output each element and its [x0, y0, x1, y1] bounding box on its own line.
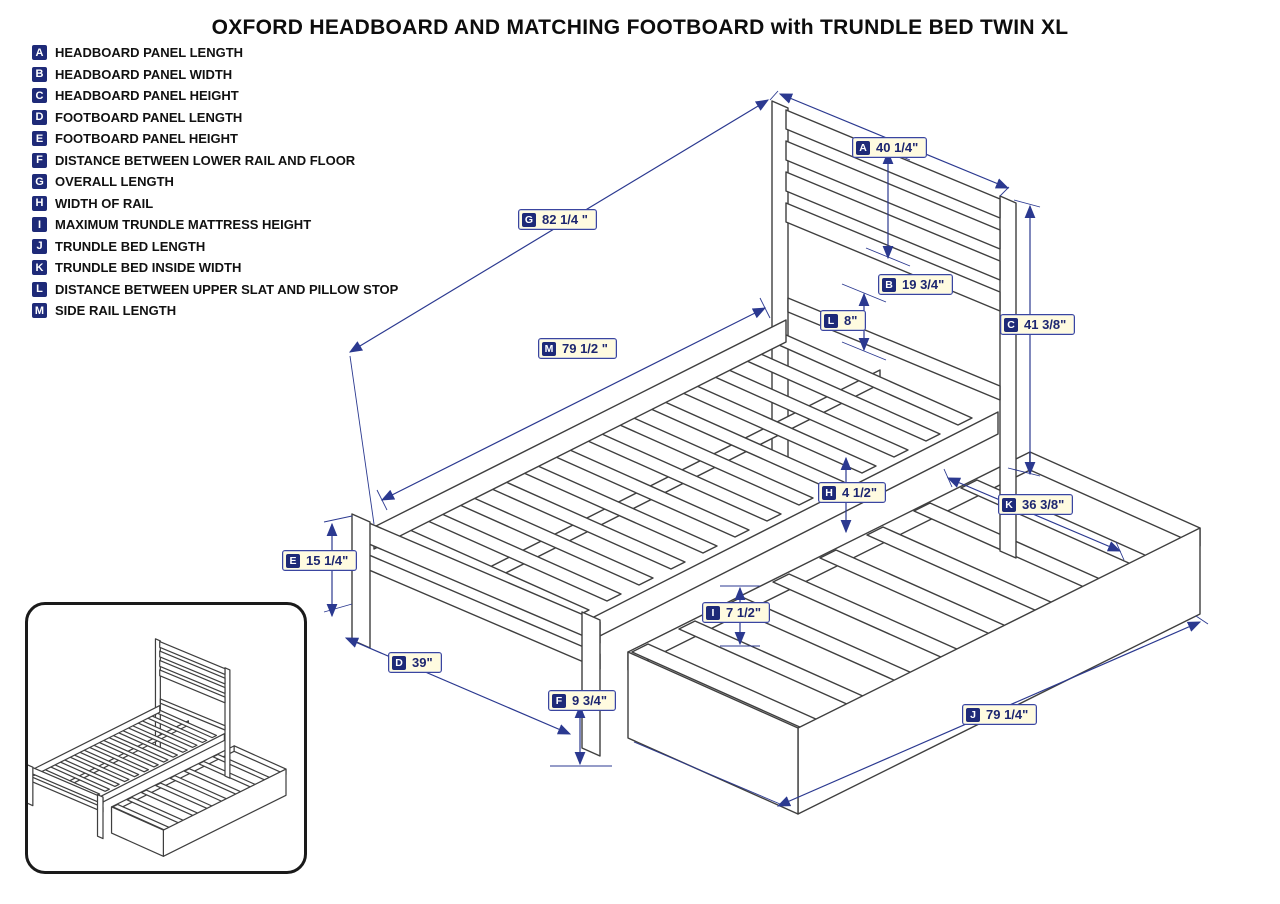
legend-item-label: FOOTBOARD PANEL LENGTH: [55, 109, 243, 125]
legend-item-label: SIDE RAIL LENGTH: [55, 303, 177, 319]
dim-key-badge: J: [966, 707, 980, 722]
dim-callout-c: C 41 3/8": [1000, 314, 1076, 335]
legend-key-badge: G: [32, 174, 47, 190]
page-title: OXFORD HEADBOARD AND MATCHING FOOTBOARD …: [211, 16, 1069, 39]
legend-item-label: DISTANCE BETWEEN UPPER SLAT AND PILLOW S…: [55, 281, 399, 297]
dim-key-badge: H: [822, 485, 836, 500]
legend-item: K TRUNDLE BED INSIDE WIDTH: [32, 257, 398, 279]
dim-key-badge: F: [552, 693, 566, 708]
dim-key-badge: B: [882, 277, 896, 292]
legend-key-badge: F: [32, 152, 47, 168]
dim-callout-l: L 8": [820, 310, 867, 331]
dim-callout-j: J 79 1/4": [962, 704, 1038, 725]
legend-key-badge: C: [32, 88, 47, 104]
dim-value: 19 3/4": [902, 277, 945, 292]
dim-value: 8": [844, 313, 858, 328]
dim-callout-k: K 36 3/8": [998, 494, 1074, 515]
legend-item: D FOOTBOARD PANEL LENGTH: [32, 107, 398, 129]
legend-item: I MAXIMUM TRUNDLE MATTRESS HEIGHT: [32, 214, 398, 236]
dim-key-badge: E: [286, 553, 300, 568]
legend-item-label: TRUNDLE BED INSIDE WIDTH: [55, 260, 242, 276]
dim-callout-a: A 40 1/4": [852, 137, 928, 158]
legend-item: J TRUNDLE BED LENGTH: [32, 236, 398, 258]
inset-thumbnail-frame: [25, 602, 307, 874]
legend-item: G OVERALL LENGTH: [32, 171, 398, 193]
dim-key-badge: I: [706, 605, 720, 620]
legend-item-label: DISTANCE BETWEEN LOWER RAIL AND FLOOR: [55, 152, 356, 168]
dim-key-badge: K: [1002, 497, 1016, 512]
dim-callout-i: I 7 1/2": [702, 602, 771, 623]
dim-value: 82 1/4 ": [542, 212, 588, 227]
dim-value: 7 1/2": [726, 605, 762, 620]
dim-key-badge: G: [522, 212, 536, 227]
legend-item-label: FOOTBOARD PANEL HEIGHT: [55, 131, 238, 147]
legend: A HEADBOARD PANEL LENGTH B HEADBOARD PANEL…: [32, 42, 398, 322]
legend-key-badge: D: [32, 109, 47, 125]
dim-callout-g: G 82 1/4 ": [518, 209, 597, 230]
legend-key-badge: E: [32, 131, 47, 147]
legend-item: M SIDE RAIL LENGTH: [32, 300, 398, 322]
legend-item: H WIDTH OF RAIL: [32, 193, 398, 215]
legend-item: E FOOTBOARD PANEL HEIGHT: [32, 128, 398, 150]
legend-key-badge: B: [32, 66, 47, 82]
dim-key-badge: A: [856, 140, 870, 155]
dim-value: 15 1/4": [306, 553, 349, 568]
legend-item: F DISTANCE BETWEEN LOWER RAIL AND FLOOR: [32, 150, 398, 172]
legend-key-badge: H: [32, 195, 47, 211]
legend-item: L DISTANCE BETWEEN UPPER SLAT AND PILLOW …: [32, 279, 398, 301]
dim-callout-d: D 39": [388, 652, 442, 673]
dim-callout-f: F 9 3/4": [548, 690, 617, 711]
legend-item-label: TRUNDLE BED LENGTH: [55, 238, 206, 254]
legend-item-label: OVERALL LENGTH: [55, 174, 174, 190]
dim-key-badge: L: [824, 313, 838, 328]
legend-key-badge: L: [32, 281, 47, 297]
dim-callout-m: M 79 1/2 ": [538, 338, 617, 359]
dim-value: 36 3/8": [1022, 497, 1065, 512]
legend-key-badge: I: [32, 217, 47, 233]
legend-item: B HEADBOARD PANEL WIDTH: [32, 64, 398, 86]
dim-callout-e: E 15 1/4": [282, 550, 358, 571]
legend-item-label: HEADBOARD PANEL HEIGHT: [55, 88, 239, 104]
dim-value: 4 1/2": [842, 485, 878, 500]
dim-value: 79 1/4": [986, 707, 1029, 722]
legend-key-badge: K: [32, 260, 47, 276]
dim-key-badge: D: [392, 655, 406, 670]
legend-key-badge: M: [32, 303, 47, 319]
legend-item-label: MAXIMUM TRUNDLE MATTRESS HEIGHT: [55, 217, 312, 233]
main-bed-drawing: [351, 100, 1201, 815]
dim-key-badge: M: [542, 341, 556, 356]
legend-item-label: HEADBOARD PANEL LENGTH: [55, 45, 244, 61]
dim-key-badge: C: [1004, 317, 1018, 332]
legend-key-badge: A: [32, 45, 47, 61]
dim-callout-h: H 4 1/2": [818, 482, 887, 503]
dim-value: 40 1/4": [876, 140, 919, 155]
legend-item-label: HEADBOARD PANEL WIDTH: [55, 66, 233, 82]
dim-value: 9 3/4": [572, 693, 608, 708]
legend-item: C HEADBOARD PANEL HEIGHT: [32, 85, 398, 107]
dim-value: 41 3/8": [1024, 317, 1067, 332]
legend-item-label: WIDTH OF RAIL: [55, 195, 154, 211]
legend-key-badge: J: [32, 238, 47, 254]
dim-callout-b: B 19 3/4": [878, 274, 954, 295]
legend-item: A HEADBOARD PANEL LENGTH: [32, 42, 398, 64]
dim-value: 79 1/2 ": [562, 341, 608, 356]
dim-value: 39": [412, 655, 433, 670]
